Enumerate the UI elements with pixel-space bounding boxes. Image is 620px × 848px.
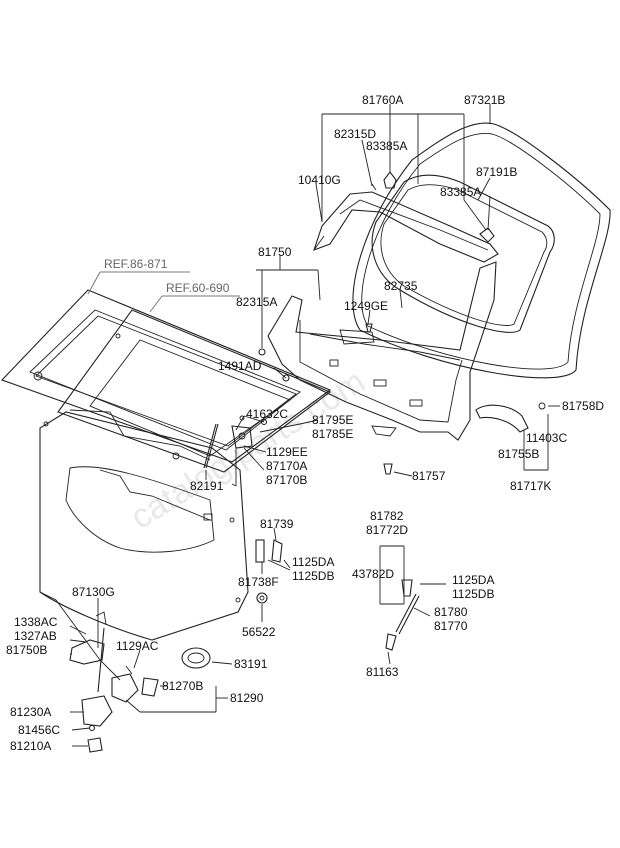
hinge-bracket [231,415,253,449]
part-label: 83191 [234,657,268,671]
part-label: 81770 [434,619,468,633]
part-label: 83385A [366,139,407,153]
release-handle [69,611,107,693]
part-label: 11403C [526,431,567,445]
part-label: 81755B [498,447,539,461]
part-label: 81760A [362,93,403,107]
inner-trim-panel [267,261,497,441]
part-label: 82315A [236,295,277,309]
key-cylinder [181,647,211,669]
part-number-labels: 81760A 87321B 82315D 83385A 87191B 10410… [6,93,604,753]
screw-81757 [383,463,393,475]
latch-assembly [111,665,159,703]
part-label: 82191 [190,479,224,493]
tailgate-glass [1,289,332,463]
part-label: 81717K [510,479,551,493]
part-label: 43782D [352,567,394,581]
reference-labels: REF.86-871 REF.60-690 [104,257,230,295]
fasteners [258,323,373,426]
ref-label: REF.60-690 [166,281,230,295]
part-label: 1338AC [14,615,58,629]
part-label: 81772D [366,523,408,537]
part-label: 1327AB [14,629,57,643]
clip-83385A [371,171,495,243]
part-label: 81780 [434,605,468,619]
part-label: 87191B [476,165,517,179]
part-label: 1125DA [292,555,334,569]
pull-handle [475,402,546,433]
glass-molding [371,174,555,333]
part-label: 81270B [162,679,203,693]
part-label: 81739 [260,517,294,531]
part-label: 81785E [312,427,353,441]
part-label: 87170A [266,459,307,473]
part-label: 83385A [440,185,481,199]
upper-trim [313,191,499,263]
inner-glass-panel [57,309,332,473]
weatherstrip-outer [352,122,611,379]
part-label: 81750B [6,643,47,657]
part-label: 81750 [258,245,292,259]
part-label: 87321B [464,93,505,107]
part-label: 1129EE [266,445,308,459]
part-label: 1249GE [344,299,388,313]
part-label: 81795E [312,413,353,427]
part-label: 81757 [412,469,446,483]
part-label: 1125DB [292,569,334,583]
leader-lines [69,104,560,747]
part-label: 87130G [72,585,115,599]
lift-strut [385,579,420,651]
part-label: 1125DA [452,573,494,587]
part-label: 10410G [298,173,341,187]
part-label: 81456C [18,723,60,737]
part-label: 1129AC [116,639,159,653]
bumper-56522 [256,592,268,604]
striker [255,539,291,571]
lower-latch [81,695,113,753]
part-label: 81163 [366,665,399,679]
part-label: 81758D [562,399,604,413]
part-label: 81290 [230,691,264,705]
part-label: 81782 [370,509,404,523]
part-label: 1125DB [452,587,494,601]
part-label: 41632C [246,407,288,421]
part-label: 82315D [334,127,376,141]
part-label: 87170B [266,473,307,487]
part-label: 81738F [238,575,279,589]
part-label: 81210A [10,739,51,753]
part-label: 82735 [384,279,418,293]
hinge-strut [203,423,219,469]
part-label: 1491AD [218,359,262,373]
part-label: 56522 [242,625,276,639]
part-label: 81230A [10,705,51,719]
ref-label: REF.86-871 [104,257,168,271]
